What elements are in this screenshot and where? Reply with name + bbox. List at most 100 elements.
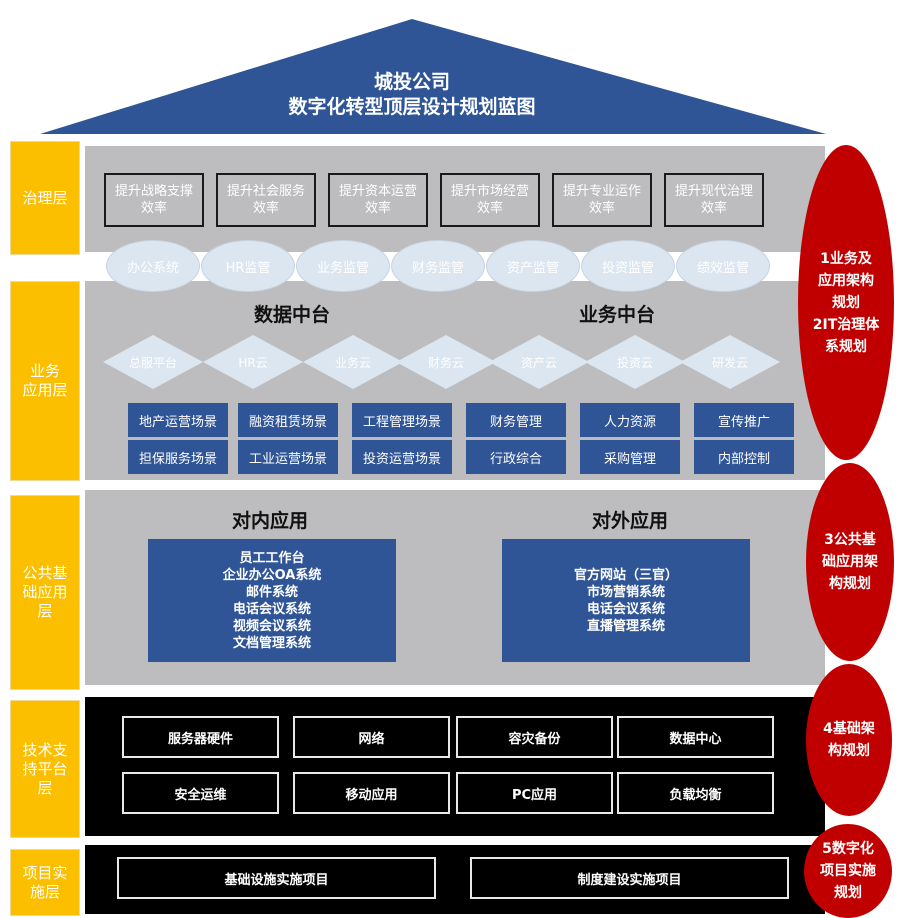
public-label-text: 层 bbox=[37, 602, 53, 620]
tech-box: PC应用 bbox=[456, 772, 613, 814]
scenario-box: 工业运营场景 bbox=[238, 440, 338, 474]
scenario-box: 行政综合 bbox=[466, 440, 566, 474]
goal-text: 提升专业运作 bbox=[562, 184, 641, 199]
layer-label-governance: 治理层 bbox=[10, 141, 80, 255]
internal-app-item: 企业办公OA系统 bbox=[222, 567, 322, 583]
internal-app-item: 邮件系统 bbox=[245, 584, 298, 600]
supervision-ellipse: HR监管 bbox=[201, 240, 295, 292]
external-apps-title: 对外应用 bbox=[591, 510, 668, 532]
project-box: 制度建设实施项目 bbox=[470, 857, 789, 899]
internal-app-item: 视频会议系统 bbox=[232, 618, 311, 634]
plan-text: 础应用架 bbox=[822, 554, 878, 570]
plan-ellipse-4: 4基础架 构规划 bbox=[806, 664, 892, 816]
goal-text: 效率 bbox=[140, 201, 167, 216]
plan-text: 构规划 bbox=[828, 743, 870, 759]
plan-text: 系规划 bbox=[825, 338, 867, 355]
internal-apps-box: 员工工作台 企业办公OA系统 邮件系统 电话会议系统 视频会议系统 文档管理系统 bbox=[148, 539, 396, 662]
goal-text: 效率 bbox=[364, 201, 391, 216]
plan-text: 4基础架 bbox=[823, 721, 875, 737]
goal-text: 效率 bbox=[588, 201, 615, 216]
business-label-text: 业务 bbox=[29, 362, 60, 380]
cloud-label: HR云 bbox=[238, 355, 268, 370]
internal-apps-title: 对内应用 bbox=[231, 510, 308, 532]
plan-text: 应用架构 bbox=[818, 272, 874, 289]
tech-label-text: 层 bbox=[37, 778, 53, 797]
cloud-label: 财务云 bbox=[427, 355, 464, 370]
goal-box: 提升资本运营 效率 bbox=[328, 173, 428, 227]
layer-label-project: 项目实 施层 bbox=[10, 849, 80, 916]
goal-text: 提升现代治理 bbox=[674, 184, 753, 199]
roof-shape bbox=[40, 19, 826, 134]
tech-box: 网络 bbox=[293, 716, 450, 758]
scenario-box: 投资运营场景 bbox=[352, 440, 452, 474]
plan-text: 规划 bbox=[834, 885, 862, 901]
scenario-box: 人力资源 bbox=[580, 403, 680, 437]
supervision-ellipse: 绩效监管 bbox=[676, 240, 770, 292]
public-label-text: 公共基 bbox=[22, 564, 68, 582]
plan-text: 2IT治理体 bbox=[812, 316, 880, 333]
tech-label-text: 持平台 bbox=[22, 759, 68, 778]
layer-label-public: 公共基 础应用 层 bbox=[10, 495, 80, 690]
scenario-box: 财务管理 bbox=[466, 403, 566, 437]
supervision-ellipse: 投资监管 bbox=[581, 240, 675, 292]
tech-box: 服务器硬件 bbox=[122, 716, 279, 758]
external-apps-box: 官方网站（三官） 市场营销系统 电话会议系统 直播管理系统 bbox=[502, 539, 750, 662]
goal-text: 效率 bbox=[476, 201, 503, 216]
layer-label-tech: 技术支 持平台 层 bbox=[10, 700, 80, 838]
goal-box: 提升专业运作 效率 bbox=[552, 173, 652, 227]
cloud-label: 投资云 bbox=[616, 355, 653, 370]
cloud-diamond: 业务云 bbox=[303, 335, 403, 389]
goal-text: 效率 bbox=[700, 201, 727, 216]
goal-box: 提升现代治理 效率 bbox=[664, 173, 764, 227]
data-platform-title: 数据中台 bbox=[253, 304, 330, 326]
plan-text: 规划 bbox=[832, 294, 860, 311]
goal-box: 提升社会服务 效率 bbox=[216, 173, 316, 227]
plan-text: 构规划 bbox=[829, 576, 871, 592]
business-platform-title: 业务中台 bbox=[578, 304, 655, 326]
layer-label-business: 业务 应用层 bbox=[10, 281, 80, 481]
cloud-diamond: 研发云 bbox=[680, 335, 780, 389]
scenario-box: 地产运营场景 bbox=[128, 403, 228, 437]
plan-text: 3公共基 bbox=[824, 532, 876, 548]
external-app-item: 官方网站（三官） bbox=[573, 567, 678, 583]
blueprint-title: 城投公司 数字化转型顶层设计规划蓝图 bbox=[212, 70, 612, 120]
goal-text: 提升资本运营 bbox=[338, 184, 417, 199]
internal-app-item: 文档管理系统 bbox=[232, 635, 311, 651]
plan-ellipse-5: 5数字化 项目实施 规划 bbox=[804, 824, 892, 918]
goal-text: 提升战略支撑 bbox=[114, 184, 193, 199]
project-box: 基础设施实施项目 bbox=[117, 857, 436, 899]
scenario-box: 内部控制 bbox=[694, 440, 794, 474]
goal-box: 提升市场经营 效率 bbox=[440, 173, 540, 227]
supervision-ellipse: 业务监管 bbox=[296, 240, 390, 292]
cloud-label: 业务云 bbox=[334, 355, 371, 370]
external-app-item: 市场营销系统 bbox=[586, 584, 665, 600]
cloud-label: 研发云 bbox=[711, 355, 748, 370]
supervision-ellipse: 资产监管 bbox=[486, 240, 580, 292]
internal-app-item: 电话会议系统 bbox=[232, 601, 311, 617]
public-label-text: 础应用 bbox=[22, 583, 68, 601]
plan-text: 项目实施 bbox=[820, 863, 876, 879]
project-label-text: 项目实 bbox=[22, 863, 68, 882]
supervision-ellipse: 财务监管 bbox=[391, 240, 485, 292]
roof-triangle bbox=[40, 19, 826, 134]
cloud-diamond: 财务云 bbox=[396, 335, 496, 389]
plan-ellipse-3: 3公共基 础应用架 构规划 bbox=[806, 463, 894, 661]
project-label-text: 施层 bbox=[29, 882, 60, 901]
plan-ellipse-1-2: 1业务及 应用架构 规划 2IT治理体 系规划 bbox=[798, 145, 894, 460]
scenario-box: 采购管理 bbox=[580, 440, 680, 474]
business-label-text: 应用层 bbox=[22, 381, 68, 399]
title-company: 城投公司 bbox=[373, 71, 450, 93]
cloud-diamond: 投资云 bbox=[585, 335, 685, 389]
goal-text: 提升市场经营 bbox=[450, 184, 529, 199]
internal-app-item: 员工工作台 bbox=[239, 550, 305, 566]
scenario-box: 融资租赁场景 bbox=[238, 403, 338, 437]
cloud-diamond: 总服平台 bbox=[103, 335, 203, 389]
goal-text: 效率 bbox=[252, 201, 279, 216]
scenario-box: 工程管理场景 bbox=[352, 403, 452, 437]
tech-box: 容灾备份 bbox=[456, 716, 613, 758]
tech-label-text: 技术支 bbox=[22, 740, 68, 759]
cloud-label: 资产云 bbox=[520, 355, 557, 370]
cloud-diamond: HR云 bbox=[203, 335, 303, 389]
supervision-ellipse: 办公系统 bbox=[106, 240, 200, 292]
scenario-box: 宣传推广 bbox=[694, 403, 794, 437]
